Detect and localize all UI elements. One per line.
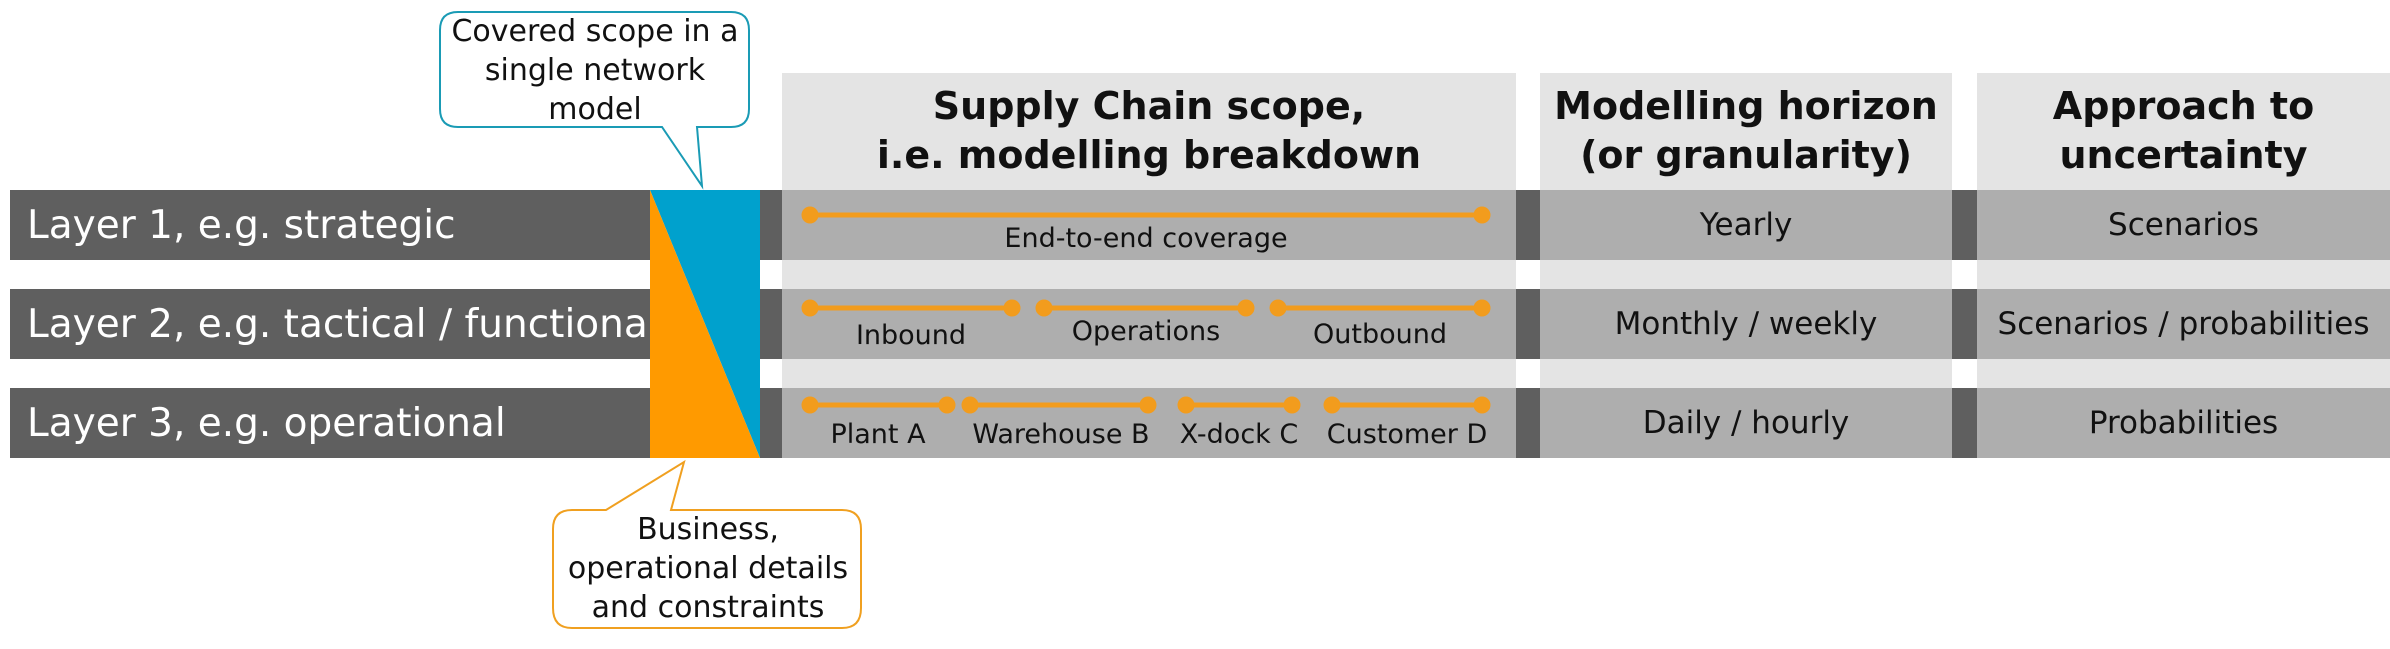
network-callout-text: Covered scope in a single network model: [451, 14, 739, 127]
layer-2-horizon: Monthly / weekly: [1614, 306, 1878, 342]
layer-2-strip-a: [760, 289, 782, 359]
business-callout-bubble: [552, 459, 862, 629]
network-callout-bubble: [439, 11, 750, 190]
layer-3-label: Layer 3, e.g. operational: [10, 388, 650, 458]
scope-header: Supply Chain scope, i.e. modelling break…: [782, 73, 1516, 189]
segment-line-outbound: [1269, 299, 1491, 317]
layer-1-scope-band: [782, 190, 1516, 260]
layer-1-uncertainty: Scenarios: [2108, 207, 2259, 243]
uncertainty-header: Approach to uncertainty: [1977, 73, 2390, 189]
layer-3-horizon: Daily / hourly: [1642, 405, 1850, 441]
layer-2-horizon-band: [1540, 289, 1952, 359]
segment-label-inbound: Inbound: [855, 320, 967, 351]
business-callout-text: Business, operational details and constr…: [567, 512, 849, 625]
segment-line-warehouse-b: [961, 396, 1157, 414]
layer-2-uncertainty-band: [1977, 289, 2390, 359]
layer-1-label: Layer 1, e.g. strategic: [10, 190, 650, 260]
layer-1-horizon: Yearly: [1699, 207, 1793, 243]
layer-3-uncertainty-band: [1977, 388, 2390, 458]
segment-line-inbound: [801, 299, 1021, 317]
segment-line-xdock-c: [1177, 396, 1301, 414]
segment-label-customer-d: Customer D: [1326, 419, 1488, 450]
segment-label-outbound: Outbound: [1313, 319, 1447, 350]
layer-1-uncertainty-band: [1977, 190, 2390, 260]
layer-2-strip-c: [1952, 289, 1977, 359]
segment-line-operations: [1035, 299, 1255, 317]
horizon-header: Modelling horizon (or granularity): [1540, 73, 1952, 189]
layer-3-strip-b: [1516, 388, 1540, 458]
layer-2-label: Layer 2, e.g. tactical / functional: [10, 289, 659, 359]
segment-line-plant-a: [801, 396, 956, 414]
layer-3-strip-c: [1952, 388, 1977, 458]
segment-line-end-to-end: [801, 206, 1491, 224]
layer-1-strip-a: [760, 190, 782, 260]
layer-2-scope-band: [782, 289, 1516, 359]
layer-3-horizon-band: [1540, 388, 1952, 458]
layer-1-strip-c: [1952, 190, 1977, 260]
segment-label-warehouse-b: Warehouse B: [972, 419, 1150, 450]
layer-3-strip-a: [760, 388, 782, 458]
segment-line-customer-d: [1323, 396, 1491, 414]
segment-label-xdock-c: X-dock C: [1179, 419, 1299, 450]
segment-label-operations: Operations: [1071, 316, 1221, 347]
segment-label-end-to-end: End-to-end coverage: [1004, 223, 1288, 254]
layer-2-uncertainty: Scenarios / probabilities: [1997, 306, 2370, 342]
segment-label-plant-a: Plant A: [830, 419, 926, 450]
layer-2-strip-b: [1516, 289, 1540, 359]
layer-3-uncertainty: Probabilities: [2088, 405, 2279, 441]
layer-1-strip-b: [1516, 190, 1540, 260]
layer-1-horizon-band: [1540, 190, 1952, 260]
business-detail-triangle: [650, 190, 760, 458]
